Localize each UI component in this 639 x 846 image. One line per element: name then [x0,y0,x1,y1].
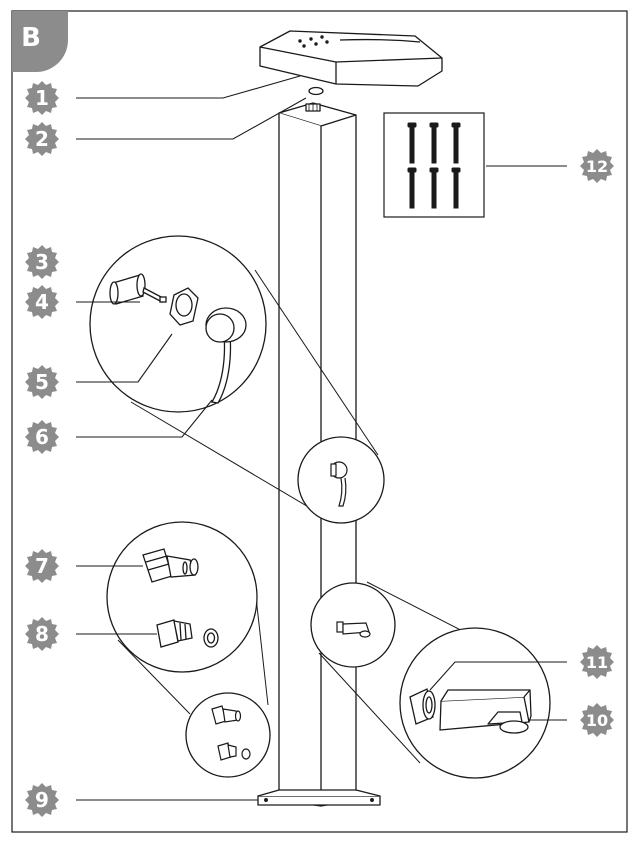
callout-badge-3: 3 [25,245,59,279]
shower-head [259,30,443,87]
leader-lines [76,75,567,801]
callout-label: 4 [35,290,49,314]
callout-label: 3 [35,250,49,274]
callout-label: 8 [35,622,49,646]
zoom-foot-tap-detail [310,581,551,779]
seal-ring [308,86,324,96]
callout-badge-12: 12 [580,149,614,183]
callout-label: 9 [35,788,49,812]
callout-label: 6 [35,425,49,449]
callout-label: 10 [586,711,608,730]
callout-badge-5: 5 [25,365,59,399]
callout-badge-7: 7 [25,549,59,583]
callout-badge-11: 11 [580,645,614,679]
callout-label: 2 [35,127,49,151]
section-letter: B [21,23,41,53]
callout-label: 5 [35,370,49,394]
callout-badge-4: 4 [25,285,59,319]
screws-box [383,112,485,218]
callout-label: 12 [586,157,608,176]
zoom-tap-detail [89,235,385,524]
callout-badge-1: 1 [25,81,59,115]
frame [11,10,628,833]
callout-badge-6: 6 [25,420,59,454]
callout-badge-10: 10 [580,703,614,737]
callout-label: 1 [35,86,49,110]
section-tab: B [12,11,68,72]
zoom-connector-detail [106,521,271,778]
callout-badge-9: 9 [25,783,59,817]
base-plate [257,789,381,806]
callout-badge-8: 8 [25,617,59,651]
callout-label: 7 [35,554,49,578]
callout-label: 11 [586,653,608,672]
callout-badge-2: 2 [25,122,59,156]
